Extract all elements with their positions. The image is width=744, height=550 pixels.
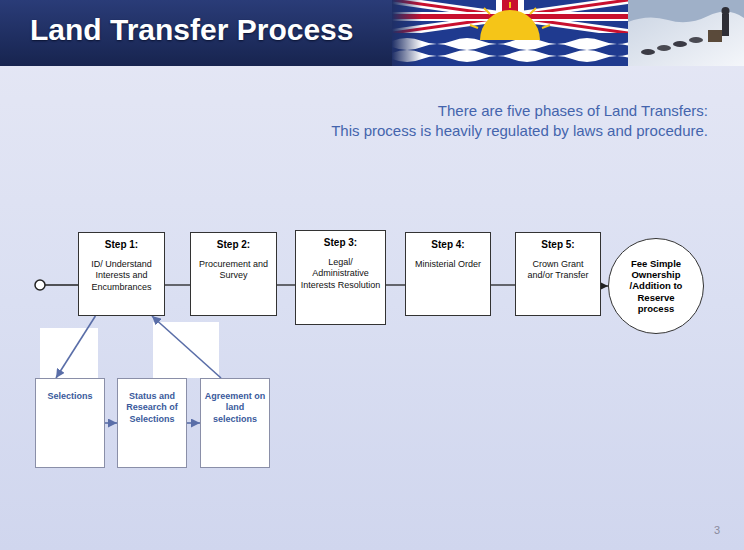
header-band bbox=[0, 0, 744, 66]
subtitle-text: There are five phases of Land Transfers: bbox=[438, 102, 708, 119]
flow-line bbox=[491, 284, 515, 285]
slide-title: Land Transfer Process bbox=[30, 13, 353, 47]
step-heading: Step 1: bbox=[83, 239, 160, 250]
step-heading: Step 5: bbox=[520, 239, 596, 250]
box-text: Procurement and Survey bbox=[195, 259, 272, 282]
end-circle: Fee Simple Ownership /Addition to Reserv… bbox=[608, 238, 704, 334]
process-box: Step 1: ID/ Understand Interests and Encu… bbox=[78, 232, 165, 316]
start-line bbox=[45, 284, 78, 285]
step-heading: Step 2: bbox=[195, 239, 272, 250]
page-number: 3 bbox=[714, 524, 720, 536]
step-heading: Step 3: bbox=[300, 237, 381, 248]
process-box: Step 2: Procurement and Survey bbox=[190, 232, 277, 316]
flow-arrow bbox=[105, 422, 117, 424]
process-box: Step 3: Legal/ Administrative Interests R… bbox=[295, 230, 386, 325]
start-circle bbox=[35, 280, 45, 290]
flow-arrow bbox=[187, 422, 200, 424]
flow-arrow bbox=[56, 316, 95, 378]
process-box: Step 4: Ministerial Order bbox=[405, 232, 491, 316]
flow-line bbox=[386, 284, 405, 285]
flag-decoration bbox=[392, 0, 628, 66]
box-text: Agreement on land selections bbox=[204, 391, 266, 425]
step-heading: Step 4: bbox=[410, 239, 486, 250]
box-text: Ministerial Order bbox=[410, 259, 486, 270]
box-text: Legal/ Administrative Interests Resoluti… bbox=[300, 257, 381, 291]
circle-text-wrap: Fee Simple Ownership /Addition to Reserv… bbox=[624, 258, 688, 315]
box-text: Crown Grant and/or Transfer bbox=[520, 259, 596, 282]
white-overlay bbox=[40, 328, 98, 378]
sub-process-box: Selections bbox=[35, 378, 105, 468]
box-text: Selections bbox=[39, 391, 101, 402]
sub-process-box: Status and Research of Selections bbox=[117, 378, 187, 468]
box-text: Fee Simple Ownership /Addition to Reserv… bbox=[624, 258, 688, 315]
flow-line bbox=[165, 284, 190, 285]
box-text: ID/ Understand Interests and Encumbrance… bbox=[83, 259, 160, 293]
snow-photo bbox=[628, 0, 744, 66]
subtitle-text: This process is heavily regulated by law… bbox=[331, 122, 708, 139]
flow-arrow bbox=[152, 316, 221, 378]
white-overlay bbox=[153, 322, 219, 378]
flow-arrow bbox=[601, 285, 608, 286]
process-box: Step 5: Crown Grant and/or Transfer bbox=[515, 232, 601, 316]
box-text: Status and Research of Selections bbox=[121, 391, 183, 425]
sub-process-box: Agreement on land selections bbox=[200, 378, 270, 468]
flow-line bbox=[277, 284, 295, 285]
